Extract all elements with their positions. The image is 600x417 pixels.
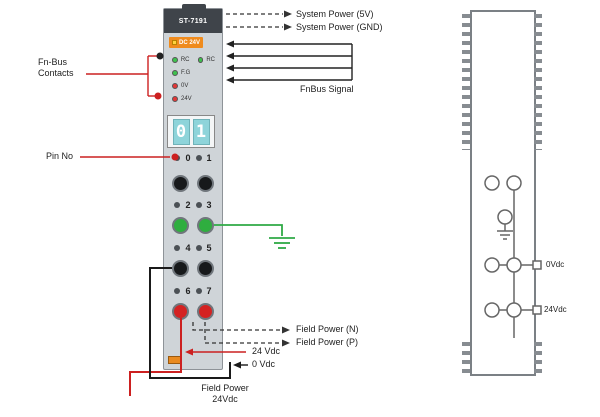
pin-number: 4 xyxy=(185,243,191,253)
terminal-row-45 xyxy=(164,260,222,277)
release-latch xyxy=(168,356,181,364)
field-power-line1: Field Power xyxy=(201,383,249,393)
pin-number: 1 xyxy=(206,153,212,163)
arrow-right-icon xyxy=(284,23,292,31)
rc2-led-label: RC xyxy=(206,56,215,63)
pin-number: 3 xyxy=(206,200,212,210)
ground-wire xyxy=(214,224,283,236)
terminal-row-23 xyxy=(164,217,222,234)
pin-number: 0 xyxy=(185,153,191,163)
side-view-teeth-top-left xyxy=(462,14,470,150)
arrow-right-icon xyxy=(282,339,290,347)
arrow-left-icon xyxy=(226,40,234,48)
system-power-gnd-label: System Power (GND) xyxy=(296,22,383,32)
24v-led-icon xyxy=(172,95,178,102)
pin-number: 6 xyxy=(185,286,191,296)
side-view-body xyxy=(470,10,536,376)
fg-led-icon xyxy=(172,69,178,76)
dc24v-label: DC 24V xyxy=(169,37,204,48)
side-0vdc-label: 0Vdc xyxy=(546,260,565,269)
pin-number-row-45: 4 5 xyxy=(164,241,222,255)
field-power-24vdc-label: Field Power 24Vdc xyxy=(188,383,262,406)
pin-number-row-23: 2 3 xyxy=(164,198,222,212)
terminal-red-icon xyxy=(172,303,189,320)
side-view-teeth-top-right xyxy=(534,14,542,150)
terminal-green-icon xyxy=(197,217,214,234)
io-module-front: ST-7191 DC 24V RC RC F.G 0V 24V xyxy=(163,4,223,370)
led-row-24v: 24V xyxy=(172,92,220,105)
contact-dot-icon xyxy=(154,92,162,100)
24v-led-label: 24V xyxy=(181,95,192,102)
status-display: 0 1 xyxy=(167,115,215,148)
fnbus-contacts-line1: Fn-Bus xyxy=(38,57,68,67)
field-power-line2: 24Vdc xyxy=(212,394,238,405)
pin-number: 2 xyxy=(185,200,191,210)
system-power-5v-label: System Power (5V) xyxy=(296,9,374,19)
fg-led-label: F.G xyxy=(181,69,191,76)
module-top-tab xyxy=(182,4,206,10)
rc2-led-icon xyxy=(197,56,204,63)
release-hole-icon xyxy=(174,245,181,251)
field-power-n-label: Field Power (N) xyxy=(296,324,359,334)
led-row-fg: F.G xyxy=(172,66,220,79)
terminal-black-icon xyxy=(172,260,189,277)
0v-led-label: 0V xyxy=(181,82,189,89)
24vdc-label: 24 Vdc xyxy=(252,346,281,356)
terminal-row-field xyxy=(164,303,222,320)
arrow-right-icon xyxy=(284,10,292,18)
led-panel: RC RC F.G 0V 24V xyxy=(172,53,220,105)
terminal-red-icon xyxy=(197,303,214,320)
pin-number-row-67: 6 7 xyxy=(164,284,222,298)
led-row-0v: 0V xyxy=(172,79,220,92)
rc-led-icon xyxy=(172,56,178,63)
arrow-left-icon xyxy=(226,52,234,60)
module-model-label: ST-7191 xyxy=(178,17,208,25)
fnbus-contacts-line2: Contacts xyxy=(38,68,74,79)
side-24vdc-label: 24Vdc xyxy=(544,305,567,314)
fnbus-contacts-label: Fn-Bus Contacts xyxy=(38,57,74,80)
arrow-left-icon xyxy=(226,64,234,72)
terminal-black-icon xyxy=(172,175,189,192)
pin-number: 7 xyxy=(206,286,212,296)
terminal-black-icon xyxy=(197,175,214,192)
release-hole-icon xyxy=(174,155,181,161)
module-cap: ST-7191 xyxy=(164,9,222,33)
terminal-row-01 xyxy=(164,175,222,192)
dc24v-text: DC 24V xyxy=(179,39,201,46)
release-hole-icon xyxy=(174,288,181,294)
power-square-icon xyxy=(172,40,177,45)
0vdc-label: 0 Vdc xyxy=(252,359,276,369)
pin-number: 5 xyxy=(206,243,212,253)
pin-no-label: Pin No xyxy=(46,151,74,161)
release-hole-icon xyxy=(195,155,202,161)
pin-number-row-01: 0 1 xyxy=(164,151,222,165)
terminal-black-icon xyxy=(197,260,214,277)
rc-led-label: RC xyxy=(180,56,190,63)
field-power-p-label: Field Power (P) xyxy=(296,337,359,347)
led-row-rc: RC RC xyxy=(172,53,220,66)
release-hole-icon xyxy=(174,202,181,208)
release-hole-icon xyxy=(195,288,202,294)
side-view-teeth-bottom-left xyxy=(462,342,470,374)
release-hole-icon xyxy=(195,245,202,251)
arrow-left-icon xyxy=(233,361,241,369)
release-hole-icon xyxy=(195,202,202,208)
display-digit-1: 1 xyxy=(192,118,210,145)
display-digit-0: 0 xyxy=(172,118,190,145)
0v-led-icon xyxy=(172,82,178,89)
fnbus-signal-label: FnBus Signal xyxy=(300,84,354,94)
side-view-teeth-bottom-right xyxy=(534,342,542,374)
arrow-right-icon xyxy=(282,326,290,334)
terminal-green-icon xyxy=(172,217,189,234)
arrow-left-icon xyxy=(226,76,234,84)
